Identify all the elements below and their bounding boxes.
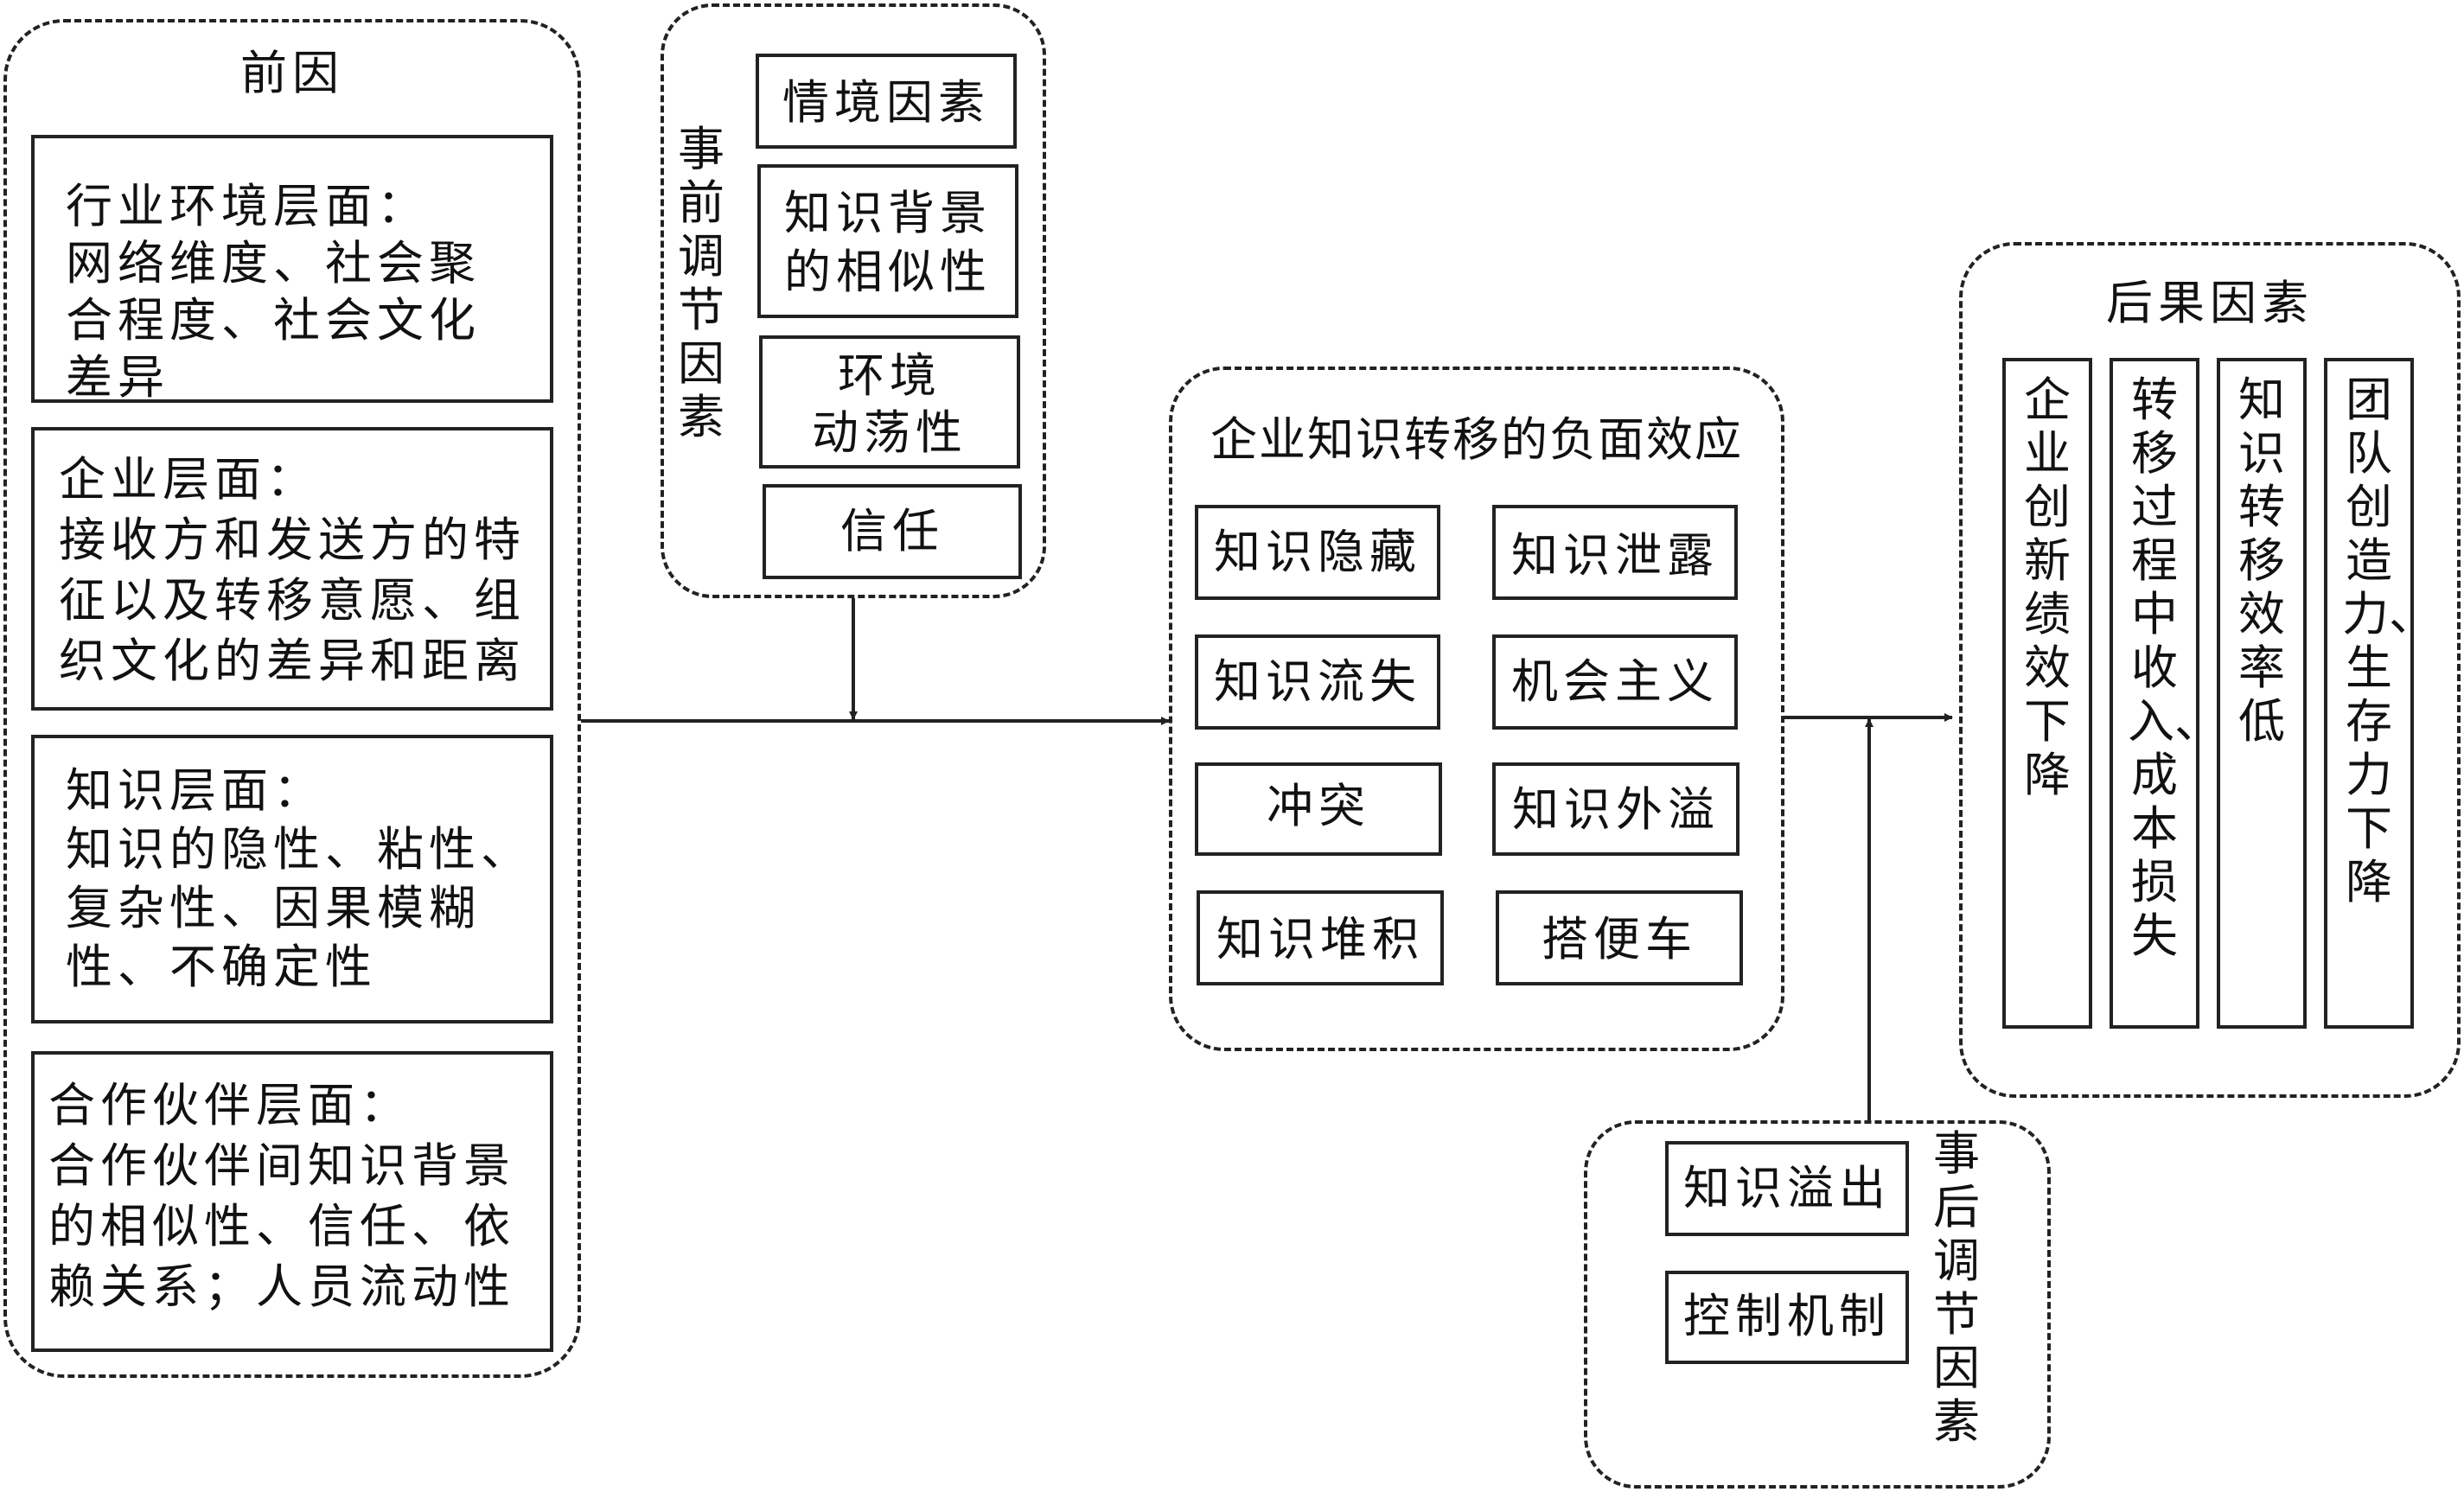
consequence-innovation-decline: 企业创新绩效下降 bbox=[2002, 358, 2092, 1029]
pre-moderator-item: 情境因素 bbox=[756, 54, 1017, 149]
effect-free-riding: 搭便车 bbox=[1496, 890, 1743, 985]
consequences-group bbox=[1959, 242, 2461, 1098]
post-moderator-control-mechanism: 控制机制 bbox=[1665, 1271, 1909, 1364]
knowledge-level-line: 性、不确定性 bbox=[66, 940, 377, 994]
partner-level-line: 的相似性、信任、依 bbox=[48, 1199, 515, 1253]
partner-level-line: 赖关系；人员流动性 bbox=[48, 1259, 515, 1314]
antecedents-title: 前因 bbox=[240, 46, 344, 100]
enterprise-level-box: 企业层面： 接收方和发送方的特 征以及转移意愿、组 织文化的差异和距离 bbox=[31, 427, 553, 711]
pre-moderators-title: 事前调节因素 bbox=[678, 122, 725, 444]
knowledge-level-heading: 知识层面： bbox=[66, 763, 325, 818]
knowledge-level-line: 知识的隐性、粘性、 bbox=[66, 822, 533, 877]
knowledge-level-box: 知识层面： 知识的隐性、粘性、 复杂性、因果模糊 性、不确定性 bbox=[31, 735, 553, 1023]
effect-knowledge-hiding: 知识隐藏 bbox=[1195, 505, 1440, 600]
consequences-title: 后果因素 bbox=[2106, 276, 2314, 330]
partner-level-line: 合作伙伴间知识背景 bbox=[48, 1138, 515, 1193]
industry-level-heading: 行业环境层面： bbox=[66, 179, 429, 233]
consequence-low-transfer-efficiency: 知识转移效率低 bbox=[2217, 358, 2307, 1029]
effect-knowledge-accumulation: 知识堆积 bbox=[1197, 890, 1444, 985]
post-moderators-title: 事后调节因素 bbox=[1933, 1126, 1980, 1449]
post-moderator-knowledge-spillover: 知识溢出 bbox=[1665, 1141, 1909, 1236]
effect-opportunism: 机会主义 bbox=[1492, 634, 1738, 730]
effect-conflict: 冲突 bbox=[1195, 762, 1442, 856]
post-moderators-group bbox=[1584, 1120, 2051, 1489]
enterprise-level-line: 接收方和发送方的特 bbox=[59, 513, 526, 567]
industry-level-line: 合程度、社会文化 bbox=[66, 293, 481, 347]
pre-moderator-item: 信任 bbox=[763, 484, 1022, 579]
negative-effects-group bbox=[1169, 367, 1784, 1051]
effect-knowledge-overflow: 知识外溢 bbox=[1492, 762, 1739, 856]
industry-level-box: 行业环境层面： 网络维度、社会聚 合程度、社会文化 差异 bbox=[31, 135, 553, 405]
effect-knowledge-leakage: 知识泄露 bbox=[1492, 505, 1738, 600]
enterprise-level-heading: 企业层面： bbox=[59, 452, 318, 507]
effect-knowledge-loss: 知识流失 bbox=[1195, 634, 1440, 730]
industry-level-line: 差异 bbox=[66, 350, 169, 405]
consequence-revenue-cost-loss: 转移过程中收入、成本损失 bbox=[2110, 358, 2221, 1029]
pre-moderator-item: 环境 动荡性 bbox=[759, 335, 1020, 469]
pre-moderator-item: 知识背景 的相似性 bbox=[757, 164, 1018, 318]
antecedents-group bbox=[3, 19, 581, 1378]
pre-moderators-group bbox=[661, 3, 1046, 598]
enterprise-level-line: 织文化的差异和距离 bbox=[59, 634, 526, 688]
knowledge-level-line: 复杂性、因果模糊 bbox=[66, 881, 481, 935]
negative-effects-title: 企业知识转移的负面效应 bbox=[1210, 412, 1743, 467]
partner-level-box: 合作伙伴层面： 合作伙伴间知识背景 的相似性、信任、依 赖关系；人员流动性 bbox=[31, 1051, 553, 1352]
consequence-team-creativity-decline: 团队创造力、生存力下降 bbox=[2324, 358, 2435, 1029]
enterprise-level-line: 征以及转移意愿、组 bbox=[59, 573, 526, 628]
industry-level-line: 网络维度、社会聚 bbox=[66, 236, 481, 290]
partner-level-heading: 合作伙伴层面： bbox=[48, 1078, 412, 1132]
